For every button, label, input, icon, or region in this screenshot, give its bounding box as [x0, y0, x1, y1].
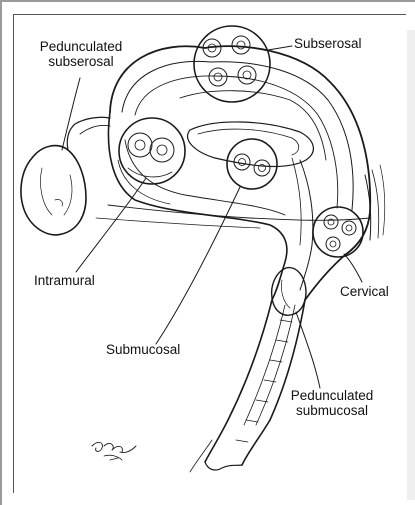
leader-subserosal — [268, 46, 292, 50]
pedunculated-submucosal-fibroid — [272, 268, 306, 316]
label-subserosal: Subserosal — [294, 36, 362, 51]
label-submucosal: Submucosal — [106, 342, 180, 357]
uterus-outer-wall — [110, 46, 370, 300]
uterine-cavity — [188, 122, 314, 167]
myometrium-line — [135, 76, 338, 208]
leader-pedunculated-subserosal — [62, 78, 80, 150]
myometrium-line — [122, 61, 353, 210]
leader-pedunculated-submucosal — [296, 312, 320, 388]
fallopian-tube — [80, 125, 110, 134]
cavity-channel — [300, 160, 313, 290]
fallopian-tube — [67, 117, 110, 150]
leader-cervical — [344, 254, 362, 282]
intramural-fibroid — [119, 118, 185, 184]
label-pedunculated-subserosal: Pedunculated subserosal — [28, 39, 134, 69]
label-pedunculated-submucosal: Pedunculated submucosal — [283, 388, 381, 418]
label-cervical: Cervical — [340, 284, 389, 299]
label-intramural: Intramural — [34, 273, 95, 288]
leader-submucosal — [156, 187, 240, 344]
pedunculated-subserosal-fibroid — [21, 146, 86, 235]
artist-signature — [92, 442, 136, 452]
uterine-cavity-inner — [198, 129, 299, 155]
vertical-credit-text — [407, 401, 413, 491]
cavity-channel — [292, 158, 301, 245]
